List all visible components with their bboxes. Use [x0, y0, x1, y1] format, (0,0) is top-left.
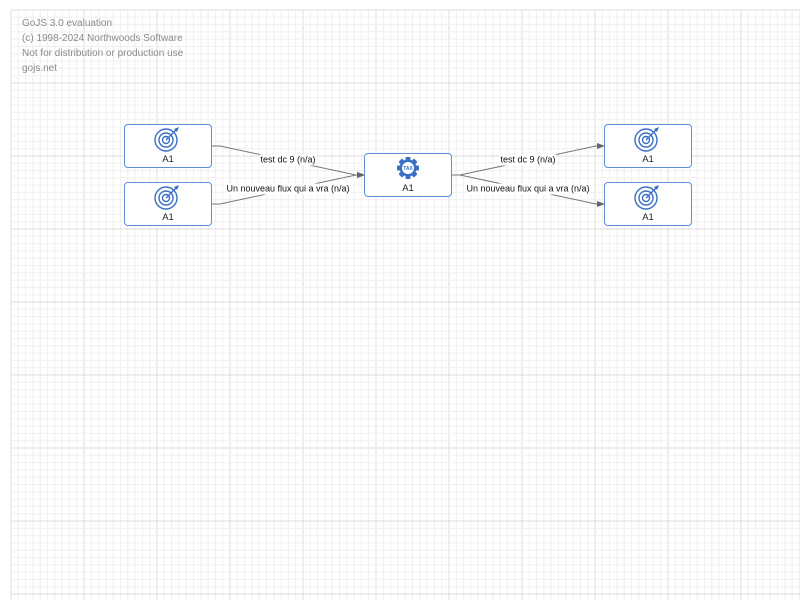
tax-icon-text: TAX — [403, 166, 413, 172]
link-label[interactable]: Un nouveau flux qui a vra (n/a) — [225, 183, 351, 195]
link-label[interactable]: Un nouveau flux qui a vra (n/a) — [465, 183, 591, 195]
target-icon — [154, 185, 179, 210]
node-label: A1 — [402, 183, 414, 194]
node-left-top[interactable]: A1 — [124, 124, 212, 168]
node-label: A1 — [162, 154, 174, 165]
node-right-bottom[interactable]: A1 — [604, 182, 692, 226]
background-grid — [10, 9, 800, 600]
node-center[interactable]: TAX A1 — [364, 153, 452, 197]
target-icon — [634, 127, 659, 152]
node-label: A1 — [642, 154, 654, 165]
node-label: A1 — [162, 212, 174, 223]
evaluation-watermark: GoJS 3.0 evaluation (c) 1998-2024 Northw… — [22, 16, 183, 76]
watermark-line: gojs.net — [22, 63, 58, 74]
link-label[interactable]: test dc 9 (n/a) — [499, 154, 557, 166]
watermark-line: (c) 1998-2024 Northwoods Software — [22, 33, 183, 44]
node-label: A1 — [642, 212, 654, 223]
target-icon — [634, 185, 659, 210]
node-left-bottom[interactable]: A1 — [124, 182, 212, 226]
link-label[interactable]: test dc 9 (n/a) — [259, 154, 317, 166]
tax-gear-icon: TAX — [397, 157, 419, 179]
target-icon — [154, 127, 179, 152]
watermark-line: Not for distribution or production use — [22, 48, 184, 59]
node-right-top[interactable]: A1 — [604, 124, 692, 168]
watermark-line: GoJS 3.0 evaluation — [22, 18, 113, 29]
